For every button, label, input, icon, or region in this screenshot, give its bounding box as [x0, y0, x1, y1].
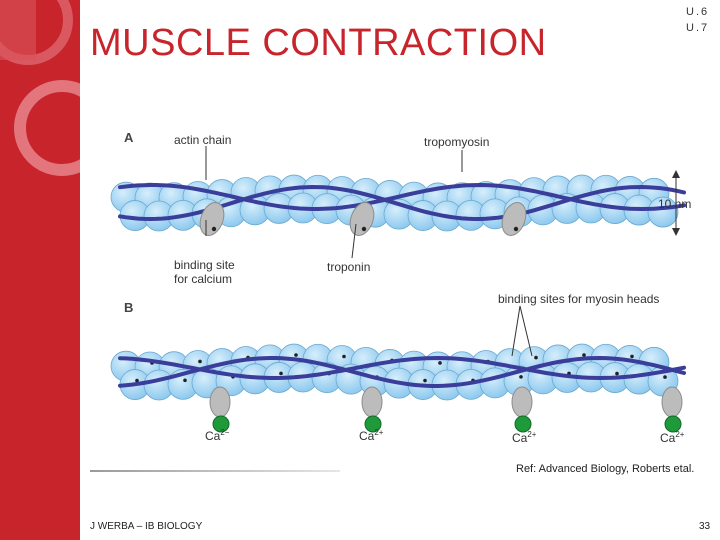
scale-bar: [672, 170, 680, 236]
calcium-charge: 2+: [527, 430, 537, 439]
troponin-complex: [511, 386, 533, 418]
calcium-ion-label: Ca2+: [660, 430, 684, 445]
myosin-binding-site: [615, 371, 619, 376]
myosin-binding-site: [519, 375, 523, 379]
calcium-ion: [514, 415, 532, 433]
myosin-binding-site: [183, 378, 187, 383]
myosin-binding-site: [198, 359, 202, 364]
myosin-binding-site: [630, 354, 634, 359]
sidebar-decoration: [0, 0, 80, 540]
myosin-binding-site: [423, 378, 427, 383]
filament-diagram: [110, 146, 686, 433]
tropomyosin-strand-b: [118, 355, 686, 388]
tropomyosin-strand: [118, 182, 686, 212]
troponin-complex: [209, 386, 231, 418]
unit-codes: U.6 U.7: [686, 4, 709, 36]
myosin-binding-site: [534, 355, 538, 360]
calcium-symbol: Ca: [205, 429, 221, 443]
calcium-binding-site: [211, 226, 217, 232]
calcium-ion: [364, 415, 382, 433]
label-leader-lines: [205, 146, 533, 357]
calcium-binding-site: [513, 226, 519, 232]
unit-code: U.7: [686, 22, 710, 34]
calcium-symbol: Ca: [512, 431, 528, 445]
tropomyosin-label: tropomyosin: [424, 135, 490, 149]
actin-chain-label: actin chain: [174, 133, 232, 147]
myosin-sites-label: binding sites for myosin heads: [498, 292, 660, 306]
reference-citation: Ref: Advanced Biology, Roberts etal.: [516, 463, 695, 475]
myosin-binding-site: [663, 375, 667, 379]
myosin-binding-site: [279, 371, 283, 376]
binding-site-label: binding site for calcium: [174, 258, 235, 286]
binding-site-label-line: binding site: [174, 258, 235, 272]
label-leader-line: [511, 305, 521, 357]
binding-site-label-line: for calcium: [174, 272, 233, 286]
troponin-label: troponin: [327, 260, 371, 274]
troponin-complex: [501, 202, 527, 236]
unit-code: U.6: [686, 6, 710, 18]
actin-filament-figure: A actin chain tropomyosin 10 nm binding …: [84, 118, 704, 458]
panel-a-label: A: [124, 130, 134, 145]
troponin-complex: [661, 386, 683, 418]
calcium-charge: 2+: [675, 430, 685, 439]
myosin-binding-site: [582, 353, 586, 357]
calcium-symbol: Ca: [359, 429, 375, 443]
reference-divider: [90, 470, 340, 472]
label-leader-line: [519, 305, 533, 357]
calcium-binding-site: [361, 226, 367, 232]
actin-subunit: [647, 196, 679, 228]
calcium-ion: [212, 415, 230, 433]
troponin-group-b: [209, 386, 683, 433]
calcium-ion-label: Ca2−: [205, 428, 229, 443]
myosin-binding-site: [135, 378, 139, 383]
tropomyosin-strand: [118, 355, 686, 381]
myosin-binding-site: [294, 353, 298, 357]
calcium-ion: [664, 415, 682, 433]
calcium-ion-label: Ca2+: [359, 428, 383, 443]
footer-author: J WERBA – IB BIOLOGY: [90, 521, 203, 532]
slide-title: MUSCLE CONTRACTION: [90, 22, 547, 64]
sidebar-ring-ornament: [0, 0, 80, 176]
label-leader-line: [351, 223, 357, 259]
calcium-charge: 2+: [374, 428, 384, 437]
panel-b-label: B: [124, 300, 134, 315]
page-number: 33: [699, 521, 711, 532]
calcium-ion-label: Ca2+: [512, 430, 536, 445]
calcium-symbol: Ca: [660, 431, 676, 445]
calcium-charge: 2−: [220, 428, 230, 437]
tropomyosin-strand: [118, 355, 686, 388]
myosin-binding-site: [438, 361, 442, 365]
troponin-complex: [361, 386, 383, 418]
scale-label: 10 nm: [658, 197, 692, 211]
myosin-binding-site: [342, 354, 346, 359]
